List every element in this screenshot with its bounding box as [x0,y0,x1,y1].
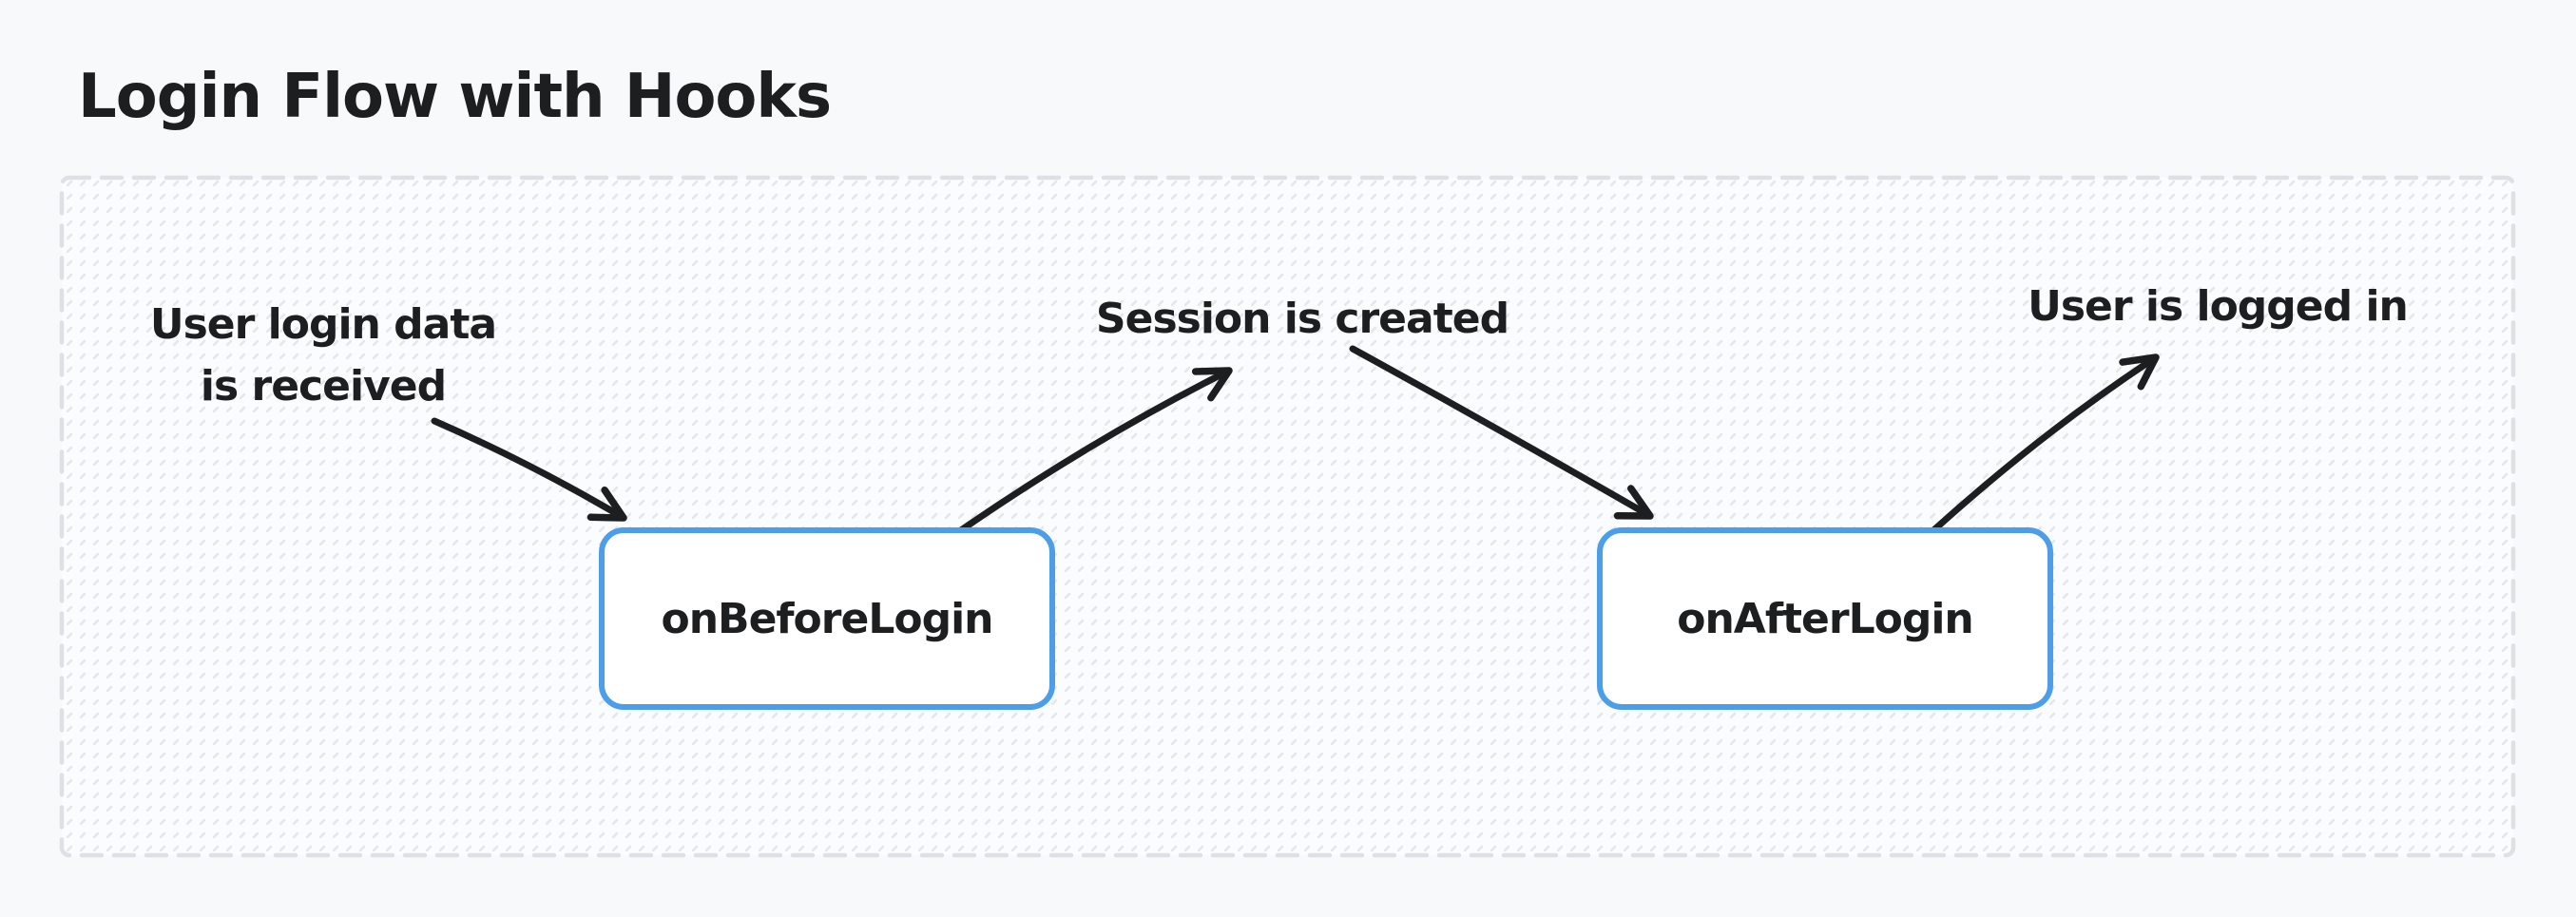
flow-frame-border [59,175,2516,858]
annotation-login-data-line1: User login data [149,300,497,349]
node-onafterlogin: onAfterLogin [1597,527,2053,710]
flow-frame-hatch [62,178,2513,855]
node-onbeforelogin: onBeforeLogin [599,527,1055,710]
arrow-login-data-to-onbeforelogin [431,417,627,522]
annotation-logged-in: User is logged in [2028,282,2409,331]
arrow-onafterlogin-to-logged-in [1928,353,2160,536]
diagram-title: Login Flow with Hooks [78,62,832,132]
annotation-login-data-line2: is received [200,362,447,411]
node-onbeforelogin-label: onBeforeLogin [661,594,993,643]
flow-arrows [431,345,2160,536]
annotation-login-data: User login data is received [124,294,523,417]
annotation-session: Session is created [1095,295,1509,343]
node-onafterlogin-label: onAfterLogin [1677,594,1973,643]
arrow-onbeforelogin-to-session [954,367,1233,536]
arrow-session-to-onafterlogin [1349,345,1654,520]
